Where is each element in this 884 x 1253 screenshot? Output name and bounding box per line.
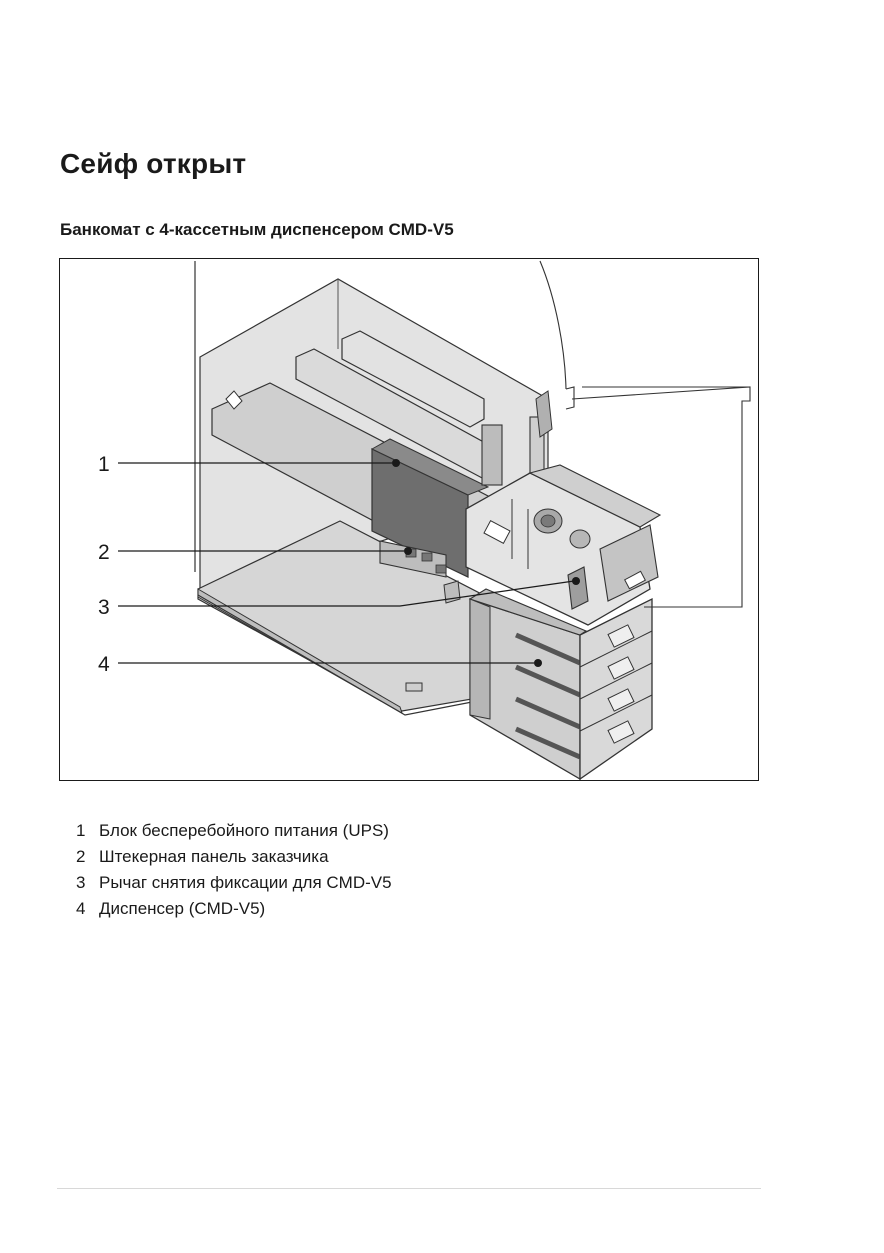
legend-item-text: Штекерная панель заказчика bbox=[99, 847, 329, 866]
callout-number-1: 1 bbox=[98, 453, 110, 476]
callout-number-3: 3 bbox=[98, 596, 110, 619]
figure-legend: 1 Блок бесперебойного питания (UPS) 2 Штек… bbox=[76, 821, 392, 925]
legend-item: 4 Диспенсер (CMD-V5) bbox=[76, 899, 392, 925]
legend-item-number: 1 bbox=[76, 821, 86, 840]
page-title: Сейф открыт bbox=[60, 148, 247, 179]
legend-item: 2 Штекерная панель заказчика bbox=[76, 847, 392, 873]
legend-item-number: 3 bbox=[76, 873, 86, 892]
legend-item-text: Диспенсер (CMD-V5) bbox=[99, 899, 266, 918]
figure-caption: Банкомат с 4-кассетным диспенсером CMD-V… bbox=[60, 220, 454, 239]
callout-number-2: 2 bbox=[98, 541, 110, 564]
legend-item-text: Блок бесперебойного питания (UPS) bbox=[99, 821, 389, 840]
legend-item-text: Рычаг снятия фиксации для CMD-V5 bbox=[99, 873, 392, 892]
legend-item: 3 Рычаг снятия фиксации для CMD-V5 bbox=[76, 873, 392, 899]
callout-number-4: 4 bbox=[98, 653, 110, 676]
legend-item-number: 4 bbox=[76, 899, 86, 918]
legend-item: 1 Блок бесперебойного питания (UPS) bbox=[76, 821, 392, 847]
atm-illustration: 1 2 3 4 bbox=[98, 260, 751, 780]
callout-leader-3 bbox=[118, 580, 575, 607]
atm-figure: 1 2 3 4 bbox=[59, 258, 759, 781]
legend-item-number: 2 bbox=[76, 847, 86, 866]
footer-divider bbox=[57, 1188, 761, 1189]
